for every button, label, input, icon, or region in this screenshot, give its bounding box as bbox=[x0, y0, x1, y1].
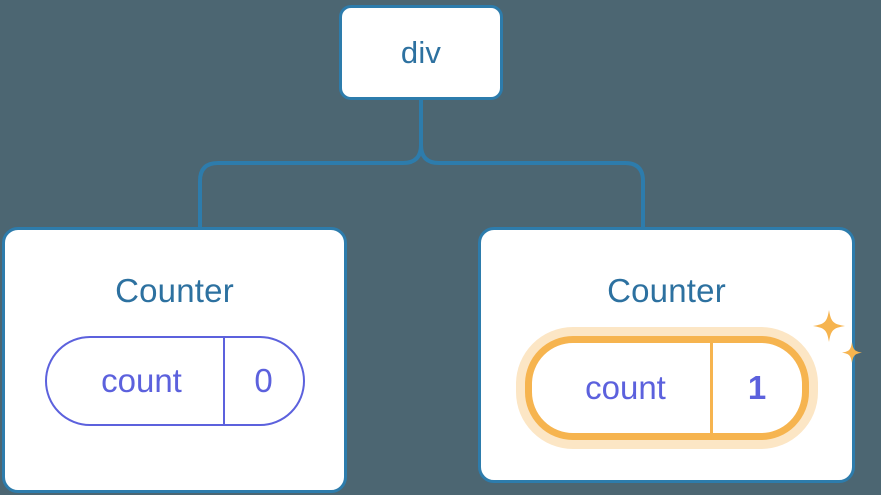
state-key-right: count bbox=[585, 369, 666, 406]
node-counter-left[interactable]: Counter count 0 bbox=[2, 227, 347, 493]
node-counter-right[interactable]: Counter count 1 bbox=[478, 227, 862, 483]
edge-to-right-counter bbox=[419, 98, 645, 230]
node-counter-left-title: Counter bbox=[115, 272, 234, 309]
sparkle-icon bbox=[812, 310, 845, 342]
edge-to-left-counter bbox=[198, 98, 423, 230]
sparkle-group bbox=[812, 310, 862, 363]
node-div[interactable]: div bbox=[339, 5, 503, 100]
state-pill-wrap-left: count 0 bbox=[44, 336, 305, 426]
node-div-title: div bbox=[400, 34, 442, 70]
node-counter-right-title: Counter bbox=[607, 272, 726, 309]
state-key-left: count bbox=[101, 362, 182, 399]
state-pill-wrap-right: count 1 bbox=[524, 310, 862, 440]
state-value-left: 0 bbox=[222, 338, 303, 424]
state-value-right: 1 bbox=[709, 343, 802, 433]
state-pill-right[interactable]: count 1 bbox=[524, 336, 809, 440]
state-pill-left[interactable]: count 0 bbox=[44, 336, 305, 426]
sparkle-small-icon bbox=[841, 342, 862, 363]
